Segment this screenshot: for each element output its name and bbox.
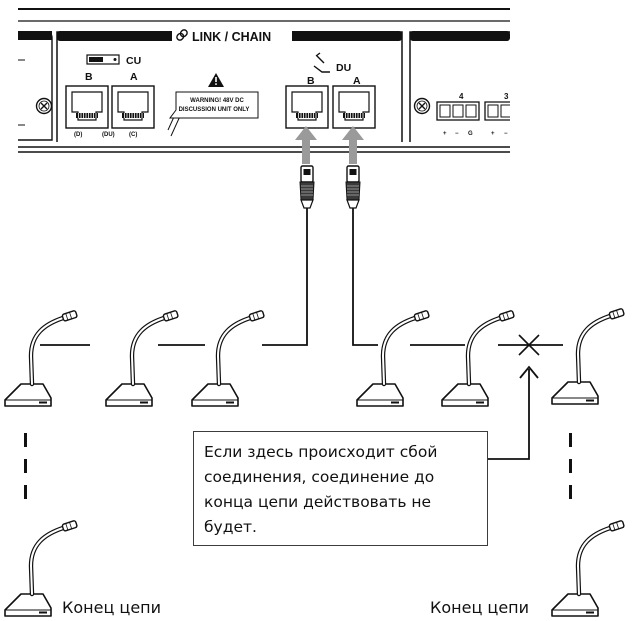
- warning-box: [167, 91, 259, 137]
- terminal-sign-g: G: [468, 131, 473, 137]
- insert-arrow-b: [295, 126, 317, 164]
- end-of-chain-label-right: Конец цепи: [430, 598, 530, 617]
- cables: [40, 208, 563, 346]
- cu-label: CU: [126, 55, 141, 67]
- cu-sublabel-du: (DU): [102, 132, 115, 138]
- microphone-unit: [442, 310, 514, 406]
- callout-box: Если здесь происходит сбой соединения, с…: [193, 431, 488, 546]
- cu-sublabel-d: (D): [74, 132, 82, 138]
- terminal-sign-plus: +: [443, 131, 447, 137]
- microphone-unit: [106, 310, 178, 406]
- du-label: DU: [336, 62, 351, 74]
- cu-sublabel-c: (C): [129, 132, 137, 138]
- cu-device-icon: [86, 54, 120, 65]
- section-title: LINK / CHAIN: [192, 30, 271, 44]
- du-port-b[interactable]: [285, 85, 329, 129]
- cu-port-b[interactable]: [65, 85, 109, 129]
- terminal-3-label: 3: [504, 92, 509, 101]
- warning-line-1: WARNING! 48V DC: [190, 98, 244, 104]
- warning-line-2: DISCUSSION UNIT ONLY: [179, 107, 250, 113]
- microphone-unit: [357, 310, 429, 406]
- du-port-b-label: B: [307, 75, 315, 87]
- terminal-sign-minus: −: [455, 131, 459, 137]
- section-title-bg: [172, 28, 292, 44]
- terminal-sign-plus-2: +: [491, 131, 495, 137]
- terminal-sign-minus-2: −: [504, 131, 508, 137]
- du-microphone-icon: [313, 52, 330, 73]
- microphone-unit: [5, 310, 77, 406]
- cu-port-b-label: B: [85, 71, 93, 83]
- end-of-chain-label-left: Конец цепи: [62, 598, 162, 617]
- du-port-a-label: A: [353, 75, 361, 87]
- callout-leader: [488, 365, 539, 460]
- break-cross-icon: [518, 334, 540, 356]
- insert-arrow-a: [342, 126, 364, 164]
- screw-icon: [35, 97, 53, 115]
- terminal-block-4[interactable]: [436, 101, 480, 121]
- cu-port-a-label: A: [130, 71, 138, 83]
- du-port-a[interactable]: [332, 85, 376, 129]
- microphone-unit: [192, 310, 264, 406]
- screw-icon: [413, 97, 431, 115]
- cu-port-a[interactable]: [111, 85, 155, 129]
- plug-b: [299, 165, 315, 209]
- terminal-block-3[interactable]: [484, 101, 510, 121]
- warning-icon: [208, 73, 224, 87]
- link-icon: [176, 29, 188, 41]
- microphone-unit-end-right: [552, 520, 624, 616]
- dashed-line-left: [24, 433, 27, 499]
- plug-a: [345, 165, 361, 209]
- terminal-4-label: 4: [459, 92, 464, 101]
- microphone-unit: [552, 308, 624, 404]
- dashed-line-right: [569, 433, 572, 499]
